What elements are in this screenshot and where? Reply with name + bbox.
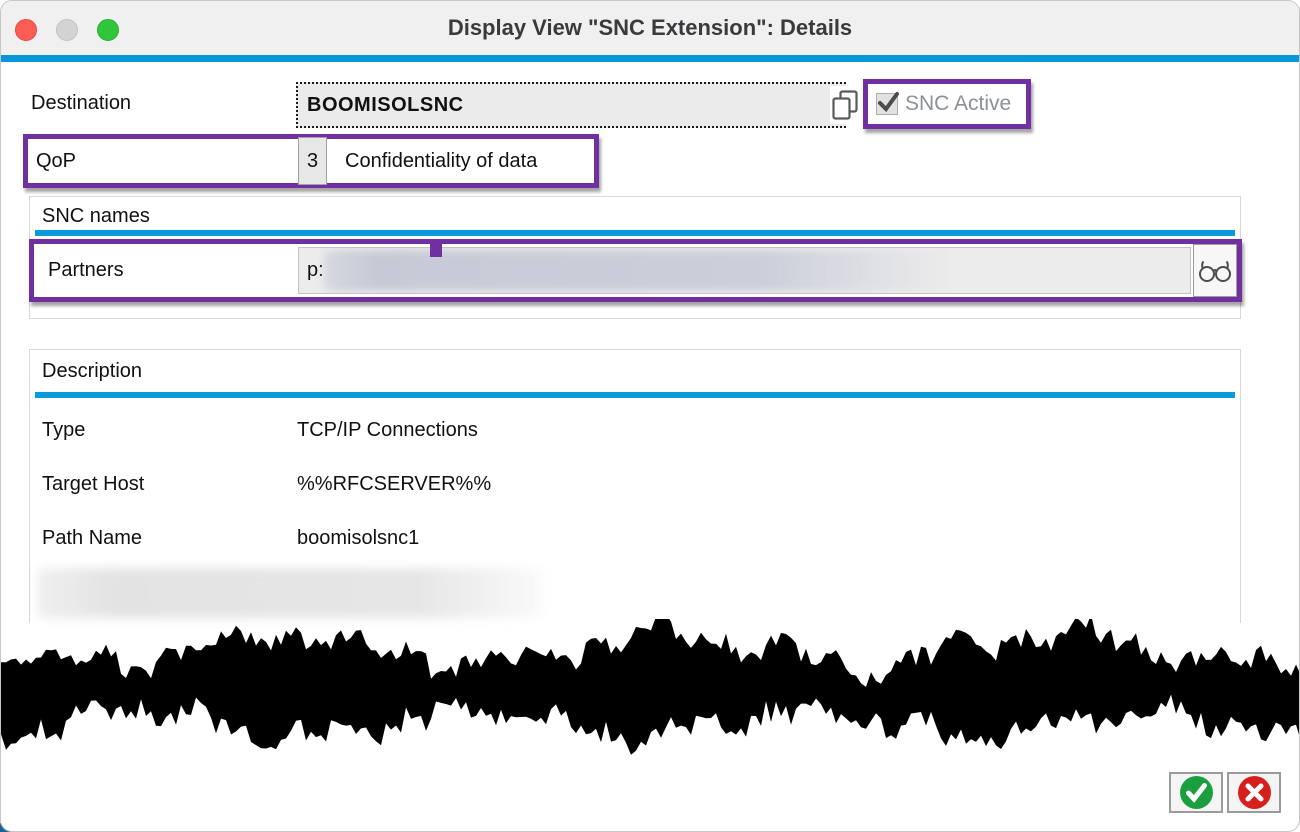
type-label: Type [42, 419, 86, 441]
description-title: Description [42, 360, 143, 382]
destination-label: Destination [31, 92, 132, 114]
checkmark-icon [878, 92, 899, 113]
target-host-value: %%RFCSERVER%% [297, 473, 492, 495]
copy-button[interactable] [830, 86, 861, 124]
copy-icon [832, 89, 858, 120]
partners-highlight: Partners p: [29, 239, 1242, 302]
path-name-value: boomisolsnc1 [297, 527, 420, 549]
minimize-window-button[interactable] [56, 19, 78, 41]
path-name-label: Path Name [42, 527, 143, 549]
glasses-icon [1199, 260, 1231, 282]
display-partners-button[interactable] [1193, 244, 1237, 297]
qop-description: Confidentiality of data [345, 150, 538, 172]
snc-names-underline [35, 230, 1235, 236]
partners-value: p: [307, 259, 324, 281]
cancel-button[interactable] [1227, 772, 1281, 813]
description-underline [35, 392, 1235, 398]
partners-label: Partners [48, 259, 124, 281]
target-host-label: Target Host [42, 473, 145, 495]
zoom-window-button[interactable] [97, 19, 119, 41]
title-bar: Display View "SNC Extension": Details [1, 1, 1299, 55]
snc-names-title: SNC names [42, 205, 150, 227]
title-accent-bar [1, 55, 1299, 62]
qop-label: QoP [36, 150, 77, 172]
partners-input[interactable]: p: [298, 247, 1191, 294]
qop-highlight: QoP 3 Confidentiality of data [23, 134, 599, 188]
description-panel: Description Type TCP/IP Connections Targ… [29, 349, 1241, 623]
snc-active-highlight: SNC Active [863, 79, 1031, 129]
annotation-tick [430, 241, 442, 257]
close-window-button[interactable] [15, 19, 37, 41]
qop-input[interactable]: 3 [298, 137, 327, 185]
partners-redaction-blur [324, 250, 952, 291]
snc-active-label: SNC Active [905, 92, 1012, 115]
confirm-button[interactable] [1169, 772, 1223, 813]
window-title: Display View "SNC Extension": Details [447, 15, 853, 40]
check-circle-icon [1179, 776, 1213, 809]
snc-active-checkbox[interactable] [876, 92, 899, 115]
redaction-scribble [1, 619, 1299, 755]
destination-input[interactable]: BOOMISOLSNC [296, 82, 846, 128]
x-circle-icon [1237, 776, 1271, 809]
type-value: TCP/IP Connections [297, 419, 478, 441]
description-redaction-blur [37, 568, 542, 618]
